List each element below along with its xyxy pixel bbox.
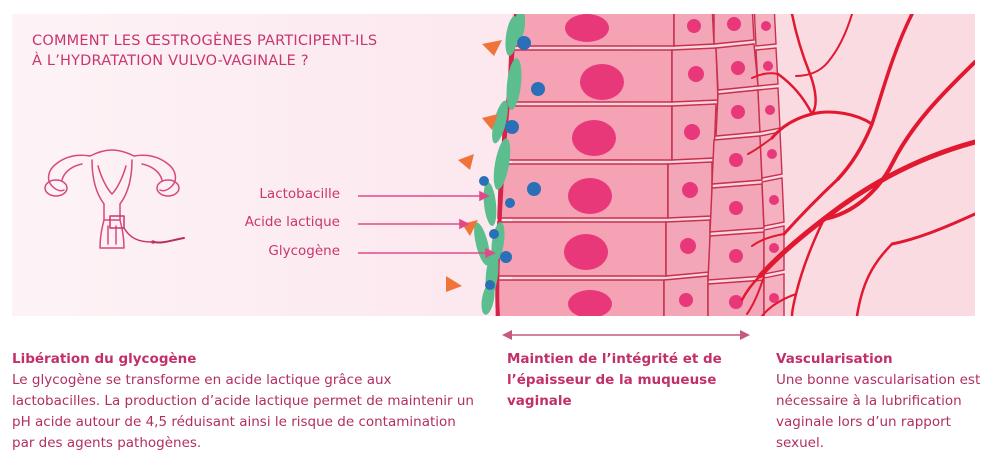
label-glycogene: Glycogène [268,243,340,259]
title-line-2: À L’HYDRATATION VULVO-VAGINALE ? [32,53,309,69]
section-maintien: Maintien de l’intégrité et de l’épaisseu… [507,349,747,412]
intermediate-nuclei [679,17,779,309]
section-liberation-title: Libération du glycogène [12,351,197,367]
section-liberation-glycogene: Libération du glycogène Le glycogène se … [12,349,482,454]
label-lactobacille: Lactobacille [259,186,340,202]
label-acide-lactique: Acide lactique [244,214,340,230]
thickness-arrow [502,330,750,340]
section-vascularisation-title: Vascularisation [776,351,893,367]
section-vascularisation: Vascularisation Une bonne vascularisatio… [776,349,996,454]
glycogen-granules [479,36,545,290]
section-liberation-body: Le glycogène se transforme en acide lact… [12,372,474,451]
section-maintien-title: Maintien de l’intégrité et de l’épaisseu… [507,351,722,409]
intermediate-cells [663,14,765,316]
lamina-propria [754,14,975,316]
blood-vessels [740,14,975,316]
diagram-panel [12,14,975,316]
superficial-nuclei [564,14,624,316]
superficial-cells [495,14,675,316]
label-pointers [358,190,496,259]
title-line-1: COMMENT LES ŒSTROGÈNES PARTICIPENT-ILS [32,33,378,49]
page-title: COMMENT LES ŒSTROGÈNES PARTICIPENT-ILS À… [32,31,472,71]
uterus-icon [44,149,185,249]
section-vascularisation-body: Une bonne vascularisation est nécessaire… [776,372,981,451]
